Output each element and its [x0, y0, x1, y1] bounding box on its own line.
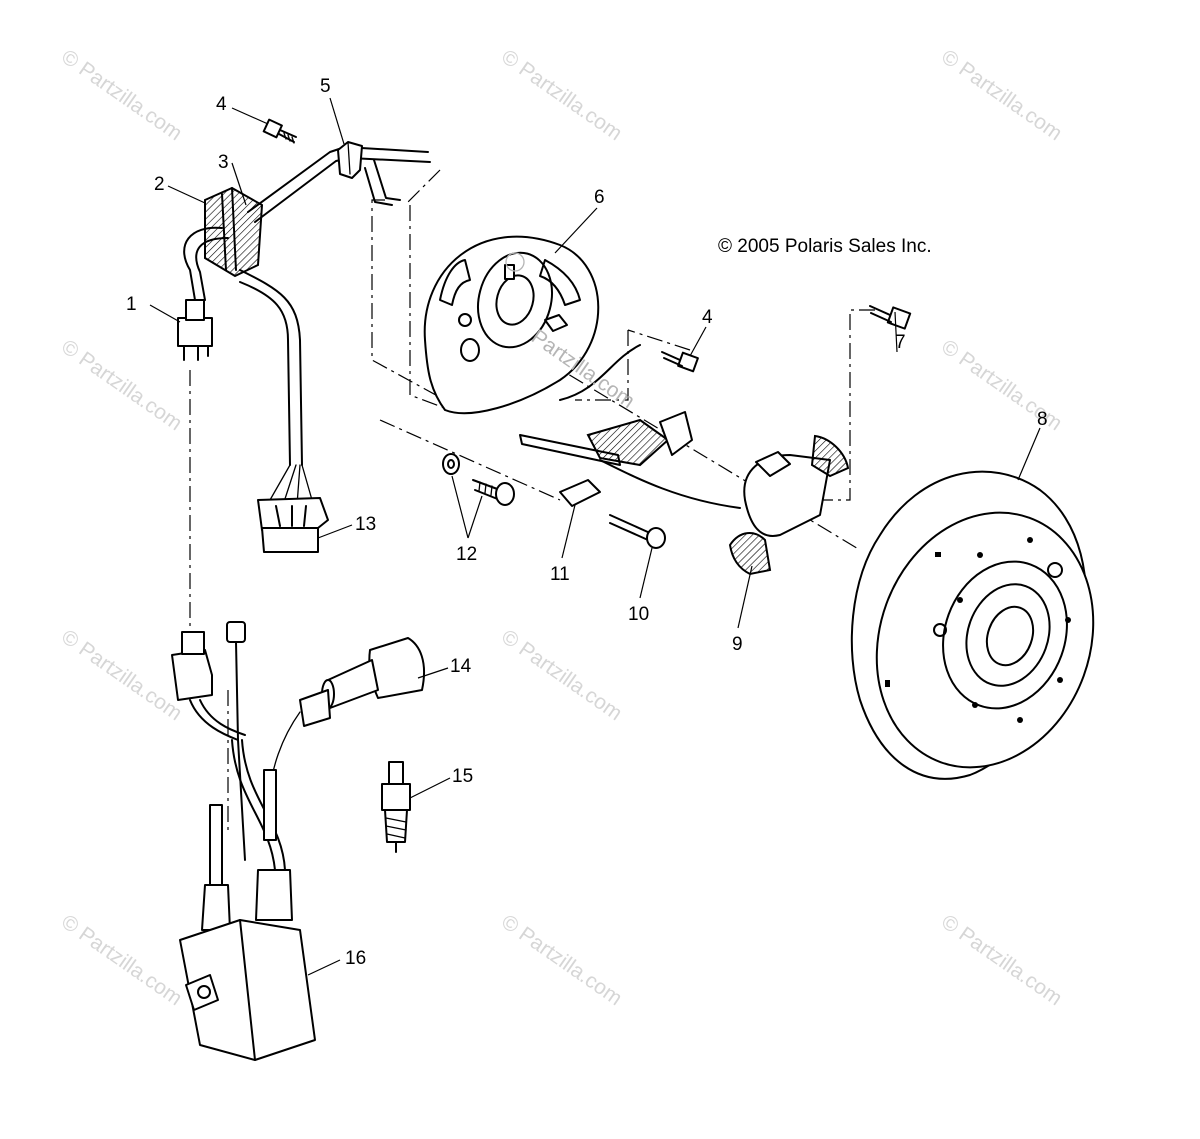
callout-4: 4	[702, 307, 713, 328]
part-1-connector	[177, 299, 213, 361]
callout-8: 8	[1037, 409, 1048, 430]
part-14-plug-cap	[269, 637, 426, 791]
part-15-spark-plug	[381, 761, 411, 853]
part-7-screw	[869, 305, 912, 330]
callout-13: 13	[355, 514, 376, 535]
part-16-ignition-coil	[171, 621, 316, 1061]
callout-14: 14	[450, 656, 472, 677]
callout-16: 16	[345, 948, 366, 969]
part-9-coil	[728, 434, 850, 576]
part-4-screw-top	[262, 118, 297, 144]
part-13-connector	[257, 464, 329, 553]
callout-2: 2	[154, 174, 165, 195]
part-12-bolt	[472, 479, 515, 506]
leader-lines	[149, 97, 1041, 976]
part-10-bolt	[609, 514, 666, 549]
watermark: © Partzilla.com	[57, 335, 186, 435]
callout-11: 11	[550, 564, 570, 585]
part-4-screw-right	[661, 351, 699, 373]
callout-9: 9	[732, 634, 743, 655]
watermark: © Partzilla.com	[57, 625, 186, 725]
watermark: © Partzilla.com	[497, 45, 626, 145]
watermark: © Partzilla.com	[497, 910, 626, 1010]
part-12-washer	[442, 453, 460, 475]
callout-4: 4	[216, 94, 227, 115]
watermark: © Partzilla.com	[937, 910, 1066, 1010]
callout-12: 12	[456, 544, 477, 565]
part-6-stator-plate	[423, 235, 600, 415]
watermark: © Partzilla.com	[57, 45, 186, 145]
callout-1: 1	[126, 294, 137, 315]
watermark: © Partzilla.com	[57, 910, 186, 1010]
part-11-pickup	[519, 344, 741, 509]
callout-7: 7	[895, 332, 906, 353]
callout-numbers: 1 2 3 4 4 5 6 7 8 9 10 11 12 13 14 15 16	[126, 76, 1048, 969]
callout-15: 15	[452, 766, 473, 787]
watermark: © Partzilla.com	[937, 45, 1066, 145]
callout-5: 5	[320, 76, 331, 97]
callout-6: 6	[594, 187, 605, 208]
part-8-flywheel	[850, 470, 1095, 780]
copyright-notice: © 2005 Polaris Sales Inc.	[718, 236, 932, 257]
part-1-harness	[183, 226, 303, 466]
callout-10: 10	[628, 604, 649, 625]
callout-3: 3	[218, 152, 229, 173]
watermark: © Partzilla.com	[497, 625, 626, 725]
part-2-regulator	[204, 186, 264, 278]
part-5-clamp	[337, 141, 363, 179]
watermark-copyright-symbol	[505, 252, 525, 272]
